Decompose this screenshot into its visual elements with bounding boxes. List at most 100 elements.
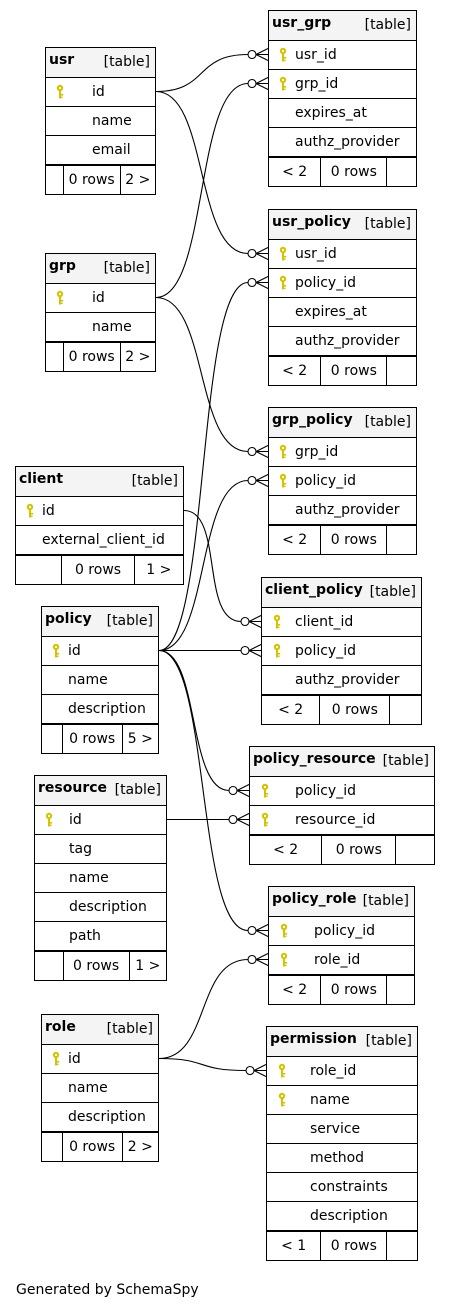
parents-link[interactable] [42,1133,63,1161]
column-name: usr_id [295,47,337,63]
column-row[interactable]: name [267,1086,417,1115]
column-row[interactable]: id [16,497,183,526]
column-row[interactable]: description [35,893,166,922]
parents-link[interactable]: < 2 [269,158,322,186]
column-name: name [69,870,109,886]
table-kind: [table] [364,216,411,232]
column-row[interactable]: role_id [269,946,414,975]
children-link[interactable]: 5 > [127,731,153,747]
column-row[interactable]: method [267,1144,417,1173]
column-row[interactable]: id [46,78,155,107]
parents-link[interactable]: < 1 [267,1232,322,1260]
row-count: 0 rows [321,1232,388,1260]
column-row[interactable]: role_id [267,1057,417,1086]
children-link[interactable] [387,158,416,186]
children-link[interactable] [396,836,434,864]
column-name: policy_id [314,923,375,939]
children-link[interactable] [390,696,421,724]
children-link[interactable]: 1 > [135,958,161,974]
column-row[interactable]: tag [35,835,166,864]
column-row[interactable]: name [42,1074,158,1103]
parents-link[interactable]: < 2 [250,836,323,864]
column-row[interactable]: id [42,1045,158,1074]
children-link[interactable] [387,1232,417,1260]
parents-link[interactable] [46,343,64,371]
column-row[interactable]: grp_id [269,70,416,99]
column-row[interactable]: email [46,136,155,165]
column-row[interactable]: name [46,313,155,342]
children-link[interactable]: 2 > [127,1139,153,1155]
column-row[interactable]: name [35,864,166,893]
column-row[interactable]: policy_id [269,269,416,298]
column-row[interactable]: service [267,1115,417,1144]
column-row[interactable]: name [42,666,158,695]
relationship-line [158,958,249,1060]
column-row[interactable]: authz_provider [269,327,416,356]
parents-link[interactable]: < 2 [269,357,322,385]
column-row[interactable]: description [42,695,158,724]
row-count: 0 rows [64,343,121,371]
column-row[interactable]: description [267,1202,417,1231]
column-row[interactable]: authz_provider [269,496,416,525]
column-row[interactable]: id [42,637,158,666]
column-row[interactable]: grp_id [269,438,416,467]
children-link[interactable]: 2 > [125,172,151,188]
parents-link[interactable] [16,556,63,584]
column-row[interactable]: authz_provider [262,666,421,695]
table-header: policy[table] [42,607,158,637]
children-link[interactable] [387,976,414,1004]
parents-link[interactable]: < 2 [269,526,322,554]
column-row[interactable]: name [46,107,155,136]
column-row[interactable]: id [46,284,155,313]
column-row[interactable]: policy_id [262,637,421,666]
parents-link[interactable]: < 2 [262,696,321,724]
optional-cardinality-marker [240,616,250,627]
column-name: path [69,928,101,944]
optional-cardinality-marker [245,1065,255,1076]
children-link[interactable] [387,357,416,385]
children-link[interactable]: 1 > [146,562,172,578]
table-header: client_policy[table] [262,578,421,608]
column-name: policy_id [295,643,356,659]
children-link[interactable]: 2 > [125,349,151,365]
column-row[interactable]: description [42,1103,158,1132]
children-link[interactable] [387,526,416,554]
column-row[interactable]: id [35,806,166,835]
column-row[interactable]: expires_at [269,298,416,327]
column-row[interactable]: expires_at [269,99,416,128]
row-count: 0 rows [63,1133,123,1161]
parents-link[interactable] [42,725,63,753]
parents-link[interactable]: < 2 [269,976,322,1004]
column-row[interactable]: policy_id [269,917,414,946]
column-name: authz_provider [295,134,400,150]
column-row[interactable]: authz_provider [269,128,416,157]
column-row[interactable]: usr_id [269,41,416,70]
column-row[interactable]: policy_id [269,467,416,496]
column-row[interactable]: usr_id [269,240,416,269]
relationship-line [155,82,249,299]
column-row[interactable]: client_id [262,608,421,637]
column-row[interactable]: external_client_id [16,526,183,555]
column-row[interactable]: resource_id [250,806,434,835]
parents-link[interactable] [46,166,64,194]
column-row[interactable]: policy_id [250,777,434,806]
column-row[interactable]: path [35,922,166,951]
column-name: authz_provider [295,502,400,518]
column-row[interactable]: constraints [267,1173,417,1202]
parents-link[interactable] [35,952,64,980]
